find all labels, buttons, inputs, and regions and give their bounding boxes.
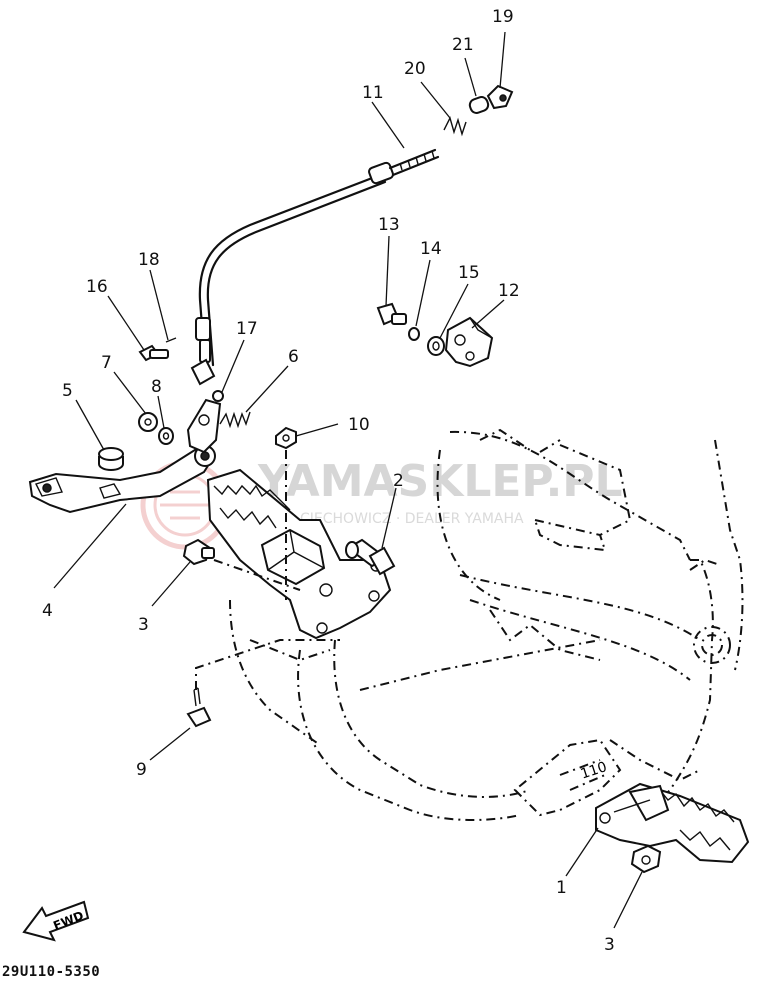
brake-bracket-group bbox=[376, 302, 494, 368]
callout-6: 6 bbox=[288, 347, 299, 367]
assembly-line-9 bbox=[195, 639, 340, 690]
callout-7: 7 bbox=[101, 353, 112, 373]
footrest-bracket-2 bbox=[206, 468, 396, 640]
callout-12: 12 bbox=[498, 281, 520, 301]
leader-lines bbox=[53, 31, 643, 929]
watermark: YAMASKLEP.PL CIECHOWICZ · DEALER YAMAHA bbox=[140, 456, 623, 550]
watermark-tagline: CIECHOWICZ · DEALER YAMAHA bbox=[300, 511, 524, 527]
return-spring-6 bbox=[219, 411, 251, 429]
washer-8 bbox=[158, 427, 174, 445]
bracket-12 bbox=[444, 316, 494, 368]
bolt-13 bbox=[376, 302, 407, 326]
callout-17: 17 bbox=[236, 319, 258, 339]
callout-10: 10 bbox=[348, 415, 370, 435]
callout-5: 5 bbox=[62, 381, 73, 401]
bolt-3-right bbox=[630, 844, 662, 874]
callout-2: 2 bbox=[393, 471, 404, 491]
callout-18: 18 bbox=[138, 250, 160, 270]
diagram-reference-code: 29U110-5350 bbox=[2, 964, 101, 980]
frame-outline bbox=[229, 428, 744, 821]
watermark-brand: YAMASKLEP.PL bbox=[257, 456, 623, 507]
callout-numbers: 1 2 3 3 4 5 6 7 8 9 10 11 12 13 14 15 16… bbox=[42, 7, 615, 955]
pin-16 bbox=[138, 344, 169, 362]
brake-pedal-group bbox=[28, 337, 251, 514]
callout-16: 16 bbox=[86, 277, 108, 297]
footrest-1 bbox=[595, 782, 750, 864]
callout-1: 1 bbox=[556, 878, 567, 898]
washer-14 bbox=[408, 327, 420, 341]
callout-20: 20 bbox=[404, 59, 426, 79]
brake-cable-assembly bbox=[190, 84, 514, 386]
washer-7 bbox=[138, 412, 158, 432]
callout-15: 15 bbox=[458, 263, 480, 283]
cotter-18 bbox=[165, 337, 177, 343]
callout-8: 8 bbox=[151, 377, 162, 397]
washer-15 bbox=[427, 336, 445, 356]
bolt-9 bbox=[186, 687, 212, 728]
callout-9: 9 bbox=[136, 760, 147, 780]
callout-4: 4 bbox=[42, 601, 53, 621]
callout-3-right: 3 bbox=[604, 935, 615, 955]
assembly-line-3 bbox=[213, 559, 301, 591]
callout-3-left: 3 bbox=[138, 615, 149, 635]
washer-17 bbox=[212, 390, 224, 402]
fwd-arrow: FWD bbox=[22, 900, 90, 942]
nut-10 bbox=[275, 426, 297, 450]
callout-21: 21 bbox=[452, 35, 474, 55]
callout-19: 19 bbox=[492, 7, 514, 27]
callout-14: 14 bbox=[420, 239, 442, 259]
callout-11: 11 bbox=[362, 83, 384, 103]
pedal-cap-5 bbox=[98, 447, 124, 471]
adjuster-spring bbox=[443, 116, 467, 137]
frame-mark: 110 bbox=[579, 759, 609, 782]
wing-nut bbox=[486, 84, 514, 110]
callout-13: 13 bbox=[378, 215, 400, 235]
bolt-3-left bbox=[182, 538, 215, 566]
cable-pin bbox=[468, 96, 490, 114]
cable-adjuster-end bbox=[368, 148, 440, 185]
bracket-arm bbox=[186, 398, 222, 454]
